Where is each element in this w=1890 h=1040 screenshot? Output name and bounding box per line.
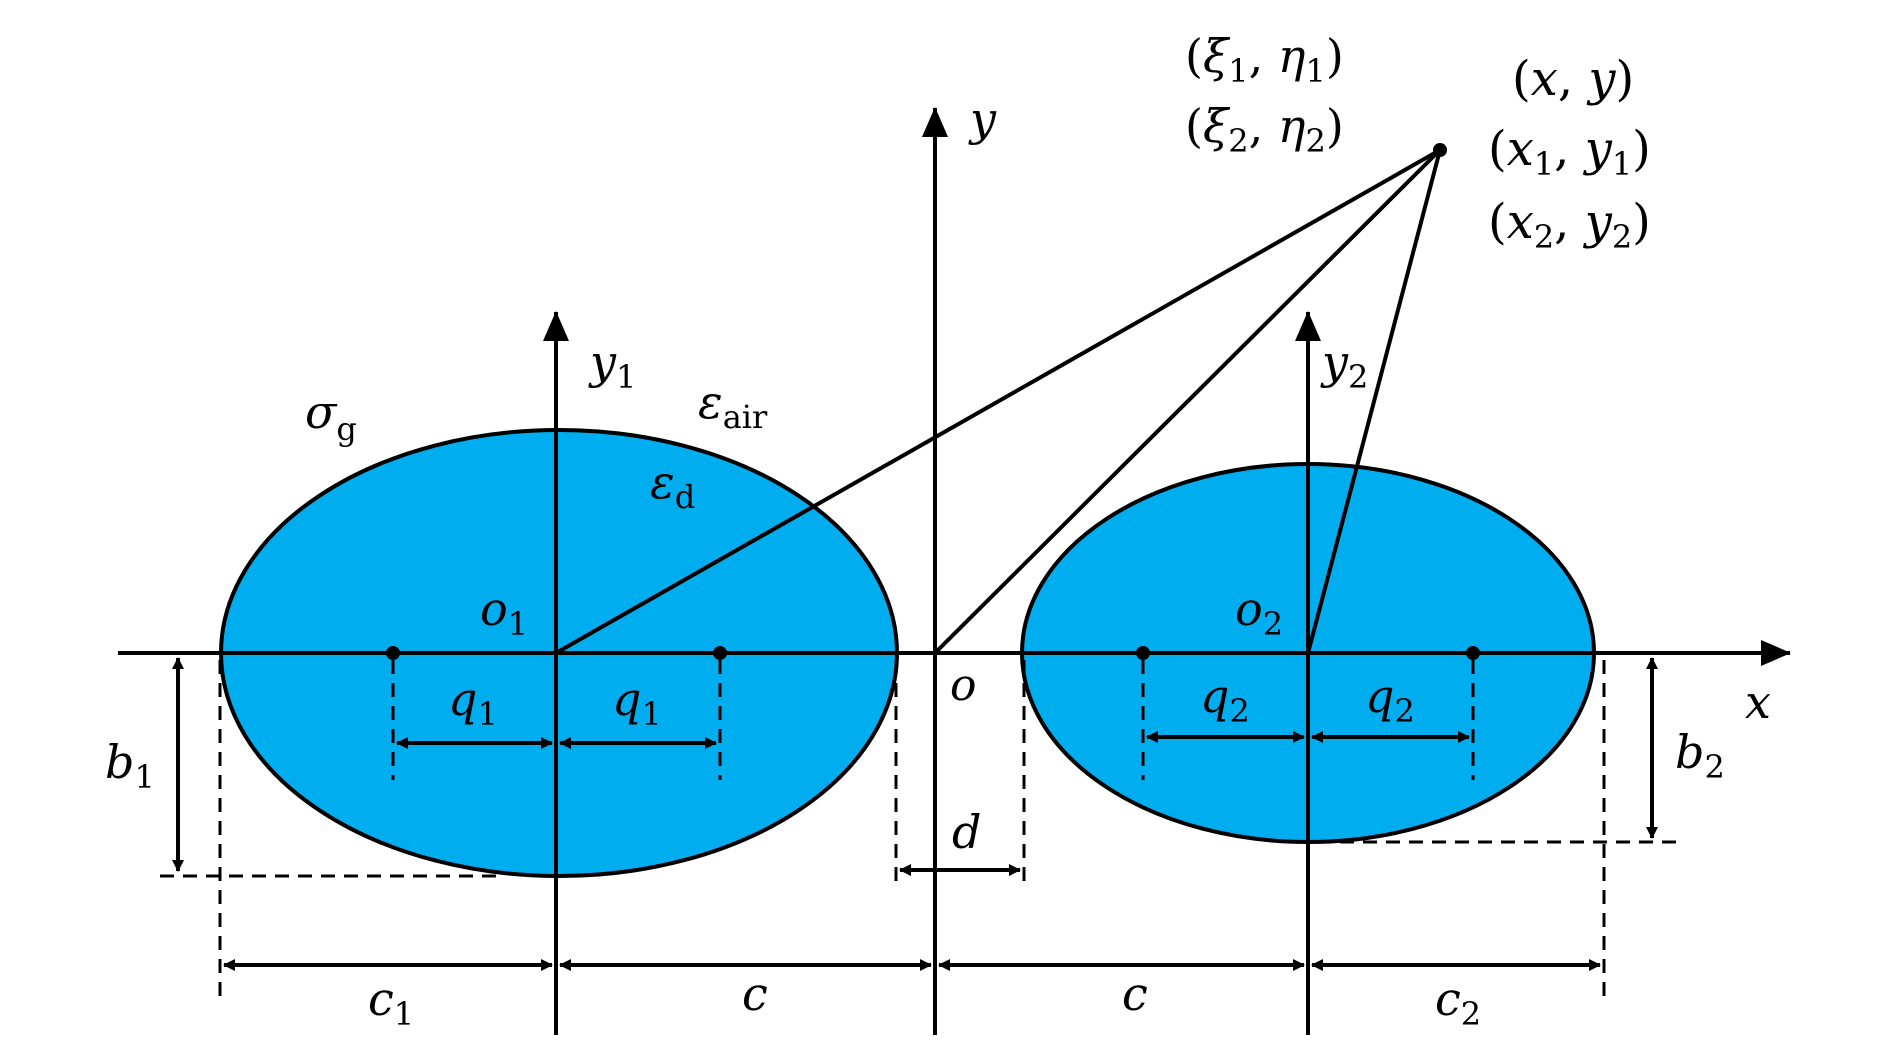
c-left-label: c	[742, 967, 768, 1021]
origin-label: o	[950, 660, 977, 711]
x-y-label: (x, y)	[1512, 51, 1634, 107]
eps-air-label: εair	[698, 375, 768, 436]
y1-axis-label: y1	[588, 335, 636, 396]
d-label: d	[952, 805, 981, 859]
x1-y1-label: (x1, y1)	[1488, 121, 1651, 183]
c-right-label: c	[1122, 967, 1148, 1021]
ray-from-o	[933, 148, 1442, 655]
dashed-guides	[160, 660, 1680, 1000]
focus-left-2	[713, 646, 727, 660]
xi1-eta1-label: (ξ1, η1)	[1185, 29, 1344, 90]
y2-axis-label: y2	[1320, 335, 1368, 396]
y-axis-label: y	[968, 92, 997, 146]
b2-label: b2	[1675, 725, 1725, 786]
o1-label: o1	[480, 582, 528, 643]
ray-from-o1	[555, 148, 1441, 655]
o2-label: o2	[1235, 582, 1283, 643]
b1-label: b1	[105, 735, 155, 796]
field-point	[1433, 143, 1447, 157]
focus-left-1	[386, 646, 400, 660]
dimension-arrows	[172, 657, 1658, 971]
q2-left-label: q2	[1200, 669, 1250, 730]
q1-left-label: q1	[448, 672, 498, 733]
focus-right-2	[1466, 646, 1480, 660]
c2-label: c2	[1435, 972, 1481, 1033]
c1-label: c1	[368, 972, 414, 1033]
focus-right-1	[1136, 646, 1150, 660]
eps-d-label: εd	[650, 455, 695, 516]
ray-from-o2	[1306, 149, 1442, 654]
q1-right-label: q1	[612, 672, 662, 733]
x2-y2-label: (x2, y2)	[1488, 194, 1651, 256]
q2-right-label: q2	[1365, 669, 1415, 730]
sigma-g-label: σg	[305, 385, 357, 448]
xi2-eta2-label: (ξ2, η2)	[1185, 99, 1344, 160]
x-axis-label: x	[1745, 675, 1771, 729]
